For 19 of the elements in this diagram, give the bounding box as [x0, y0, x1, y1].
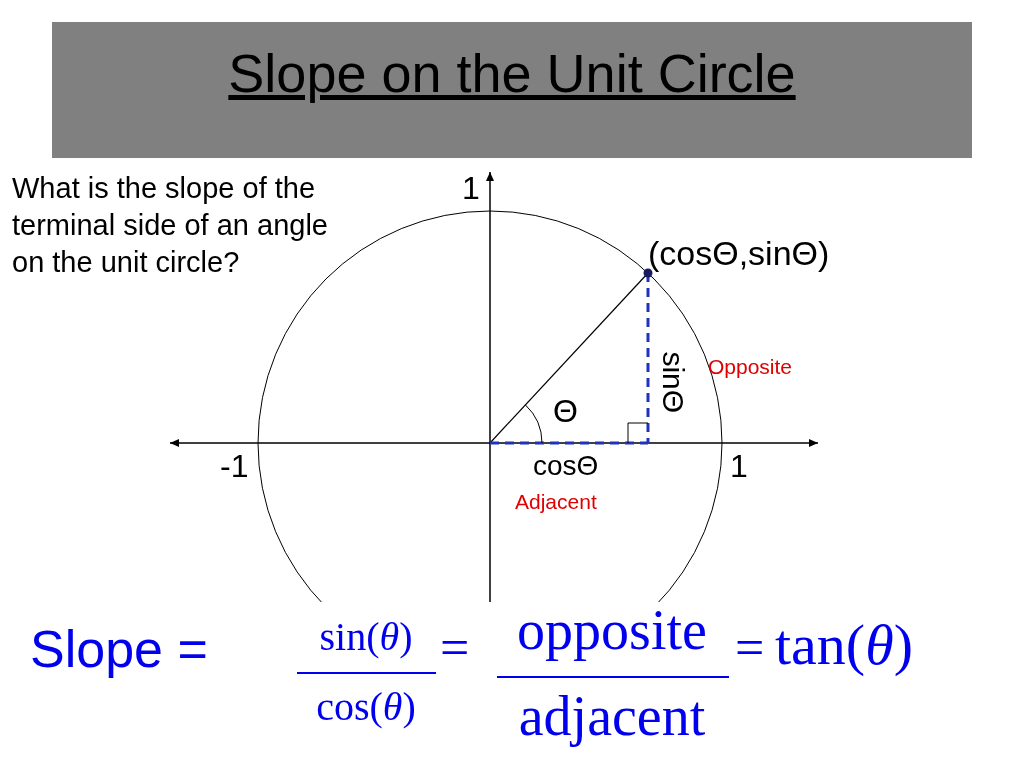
formula-text: adjacent — [518, 684, 706, 749]
axis-label: 1 — [730, 448, 748, 485]
formula-text: Slope = — [30, 620, 208, 680]
question-text: What is the slope of the terminal side of an angle on the unit circle? — [12, 171, 329, 280]
side-label: Opposite — [708, 355, 793, 380]
side-label: cosΘ — [533, 450, 599, 483]
axis-label: 1 — [462, 170, 480, 207]
formula-text: sin(θ) — [319, 614, 413, 660]
formula-text: cos(θ) — [316, 684, 416, 730]
formula-text: opposite — [517, 598, 707, 663]
side-label: sinΘ — [656, 351, 691, 414]
axis-label: -1 — [220, 448, 249, 485]
angle-label: Θ — [553, 393, 578, 430]
formula-text: = — [440, 618, 470, 678]
point-label: (cosΘ,sinΘ) — [648, 234, 830, 274]
formula-text: tan(θ) — [775, 612, 913, 679]
slide-title: Slope on the Unit Circle — [228, 42, 796, 105]
formula-text: = — [735, 618, 765, 678]
side-label: Adjacent — [515, 490, 597, 515]
